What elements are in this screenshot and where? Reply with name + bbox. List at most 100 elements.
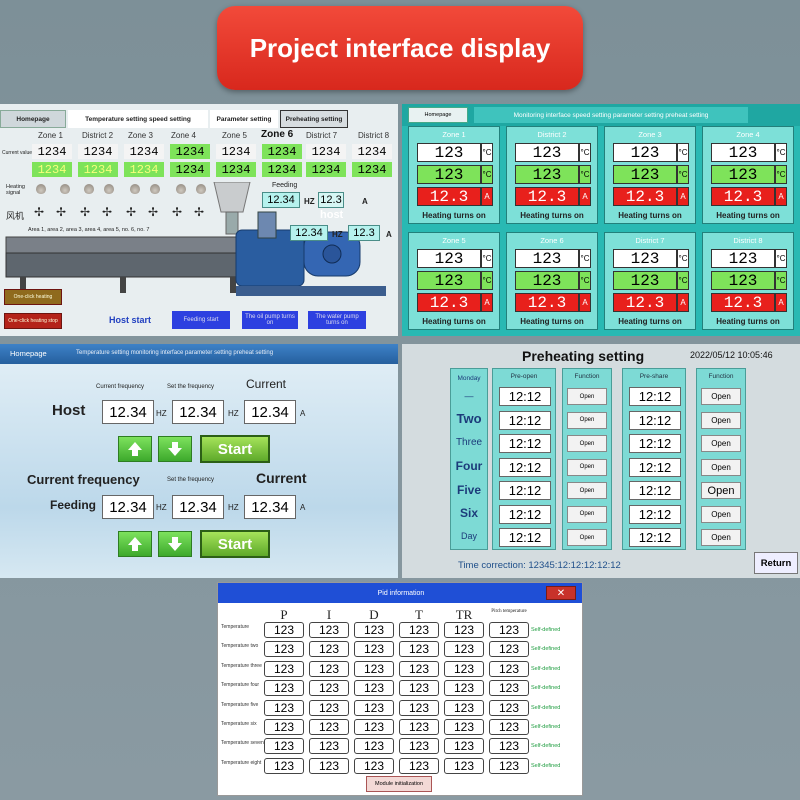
feeding-start-button[interactable]: Feeding start — [172, 311, 230, 329]
pid-value-cell[interactable]: 123 — [309, 622, 349, 638]
pre-open-time[interactable]: 12:12 — [499, 387, 551, 406]
host-frequency-value[interactable]: 12.34 — [290, 225, 328, 241]
pid-value-cell[interactable]: 123 — [309, 738, 349, 755]
pid-value-cell[interactable]: 123 — [489, 660, 529, 677]
open-button[interactable]: Open — [701, 388, 741, 405]
pid-value-cell[interactable]: 123 — [489, 680, 529, 697]
zone-set-value[interactable]: 1234 — [78, 162, 118, 177]
pid-value-cell[interactable]: 123 — [444, 622, 484, 638]
pid-value-cell[interactable]: 123 — [309, 719, 349, 735]
open-button[interactable]: Open — [567, 505, 607, 523]
pre-share-time[interactable]: 12:12 — [629, 457, 681, 477]
water-pump-button[interactable]: The water pump turns on — [308, 311, 366, 329]
pre-open-time[interactable]: 12:12 — [499, 410, 551, 430]
pid-value-cell[interactable]: 123 — [354, 719, 394, 735]
zone-set-value[interactable]: 1234 — [352, 162, 392, 177]
pid-value-cell[interactable]: 123 — [264, 680, 304, 697]
open-button[interactable]: Open — [567, 529, 607, 546]
oil-pump-button[interactable]: The oil pump turns on — [242, 311, 298, 329]
pre-open-time[interactable]: 12:12 — [499, 504, 551, 524]
tab-homepage[interactable]: Homepage — [0, 110, 66, 128]
homepage-button[interactable]: Homepage — [408, 107, 468, 123]
zone-set-value[interactable]: 1234 — [262, 162, 302, 177]
tab-temperature-speed[interactable]: Temperature setting speed setting — [68, 110, 208, 128]
increase-button[interactable] — [118, 531, 152, 557]
host-start-button[interactable]: Host start — [108, 314, 151, 325]
decrease-button[interactable] — [158, 531, 192, 557]
pid-value-cell[interactable]: 123 — [489, 757, 529, 774]
zone-set-temp[interactable]: 123 — [515, 165, 579, 184]
zone-set-value[interactable]: 1234 — [32, 162, 72, 177]
pid-value-cell[interactable]: 123 — [264, 738, 304, 755]
pid-value-cell[interactable]: 123 — [309, 641, 349, 658]
open-button[interactable]: Open — [567, 458, 607, 476]
open-button[interactable]: Open — [701, 411, 741, 429]
zone-set-temp[interactable]: 123 — [613, 165, 677, 184]
zone-set-temp[interactable]: 123 — [711, 271, 775, 290]
pid-value-cell[interactable]: 123 — [444, 680, 484, 697]
pid-value-cell[interactable]: 123 — [444, 719, 484, 735]
close-icon[interactable]: ✕ — [546, 586, 576, 600]
increase-button[interactable] — [118, 436, 152, 462]
pre-open-time[interactable]: 12:12 — [499, 457, 551, 477]
pid-value-cell[interactable]: 123 — [354, 699, 394, 716]
pre-share-time[interactable]: 12:12 — [629, 434, 681, 453]
pid-value-cell[interactable]: 123 — [264, 757, 304, 774]
open-button[interactable]: Open — [701, 458, 741, 476]
pre-share-time[interactable]: 12:12 — [629, 410, 681, 430]
open-button[interactable]: Open — [701, 435, 741, 452]
pid-value-cell[interactable]: 123 — [264, 641, 304, 658]
feeding-frequency-value[interactable]: 12.34 — [262, 192, 300, 208]
zone-set-temp[interactable]: 123 — [417, 271, 481, 290]
pid-value-cell[interactable]: 123 — [399, 660, 439, 677]
pre-share-time[interactable]: 12:12 — [629, 387, 681, 406]
pid-value-cell[interactable]: 123 — [489, 738, 529, 755]
pid-value-cell[interactable]: 123 — [309, 660, 349, 677]
open-button[interactable]: Open — [701, 482, 741, 499]
pid-value-cell[interactable]: 123 — [264, 719, 304, 735]
pid-value-cell[interactable]: 123 — [399, 699, 439, 716]
feeding-start-button[interactable]: Start — [200, 530, 270, 558]
pid-value-cell[interactable]: 123 — [444, 641, 484, 658]
decrease-button[interactable] — [158, 436, 192, 462]
pid-value-cell[interactable]: 123 — [264, 699, 304, 716]
homepage-button[interactable]: Homepage — [10, 349, 47, 358]
zone-set-temp[interactable]: 123 — [613, 271, 677, 290]
pre-open-time[interactable]: 12:12 — [499, 434, 551, 453]
return-button[interactable]: Return — [754, 552, 798, 574]
open-button[interactable]: Open — [701, 505, 741, 523]
pre-open-time[interactable]: 12:12 — [499, 481, 551, 500]
zone-set-temp[interactable]: 123 — [417, 165, 481, 184]
pid-value-cell[interactable]: 123 — [399, 622, 439, 638]
zone-set-temp[interactable]: 123 — [711, 165, 775, 184]
zone-set-value[interactable]: 1234 — [124, 162, 164, 177]
pre-share-time[interactable]: 12:12 — [629, 481, 681, 500]
pid-value-cell[interactable]: 123 — [399, 757, 439, 774]
open-button[interactable]: Open — [701, 529, 741, 546]
pre-share-time[interactable]: 12:12 — [629, 504, 681, 524]
pid-value-cell[interactable]: 123 — [399, 719, 439, 735]
open-button[interactable]: Open — [567, 482, 607, 499]
host-start-button[interactable]: Start — [200, 435, 270, 463]
pid-value-cell[interactable]: 123 — [309, 680, 349, 697]
tab-preheating[interactable]: Preheating setting — [280, 110, 348, 128]
pid-value-cell[interactable]: 123 — [354, 757, 394, 774]
open-button[interactable]: Open — [567, 435, 607, 452]
pid-value-cell[interactable]: 123 — [399, 738, 439, 755]
zone-set-value[interactable]: 1234 — [216, 162, 256, 177]
pid-value-cell[interactable]: 123 — [354, 738, 394, 755]
pid-value-cell[interactable]: 123 — [264, 660, 304, 677]
pid-value-cell[interactable]: 123 — [354, 622, 394, 638]
open-button[interactable]: Open — [567, 388, 607, 405]
pid-value-cell[interactable]: 123 — [399, 641, 439, 658]
feeding-set-frequency[interactable]: 12.34 — [172, 495, 224, 519]
tab-parameter[interactable]: Parameter setting — [210, 110, 278, 128]
one-click-heating-button[interactable]: One-click heating — [4, 289, 62, 305]
header-tabs[interactable]: Temperature setting monitoring interface… — [76, 350, 274, 356]
pid-value-cell[interactable]: 123 — [309, 757, 349, 774]
zone-set-temp[interactable]: 123 — [515, 271, 579, 290]
pid-value-cell[interactable]: 123 — [444, 660, 484, 677]
pid-value-cell[interactable]: 123 — [354, 641, 394, 658]
pid-value-cell[interactable]: 123 — [489, 622, 529, 638]
pid-value-cell[interactable]: 123 — [489, 699, 529, 716]
